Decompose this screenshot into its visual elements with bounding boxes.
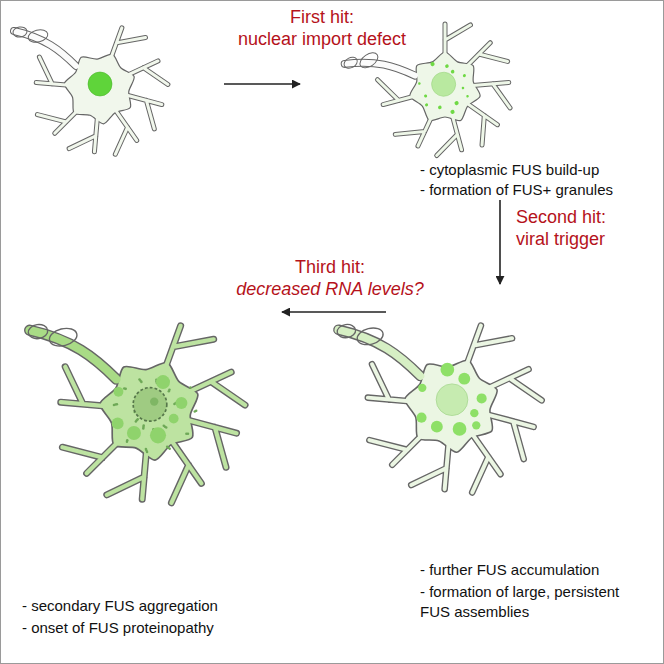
step-arrow [499, 200, 501, 284]
neurons [12, 7, 541, 503]
step-arrow [282, 311, 386, 313]
neuron-drawing [27, 323, 245, 502]
effect-note: - formation of FUS+ granules [420, 180, 613, 200]
hit-label: Third hit: [295, 256, 365, 278]
effect-note: - formation of large, persistent FUS ass… [420, 582, 652, 622]
hit-label: Second hit: [516, 206, 606, 228]
neuron-drawing [336, 323, 541, 492]
step-arrow [224, 83, 300, 85]
hit-label: First hit: [290, 6, 354, 28]
hit-label: decreased RNA levels? [236, 278, 423, 300]
hit-label: nuclear import defect [238, 28, 406, 50]
hit-label: viral trigger [516, 228, 605, 250]
effect-note: - onset of FUS proteinopathy [22, 618, 214, 638]
effect-note: - secondary FUS aggregation [22, 596, 218, 616]
effect-note: - cytoplasmic FUS build-up [420, 160, 599, 180]
neuron-drawing [12, 26, 168, 154]
effect-note: - further FUS accumulation [420, 560, 599, 580]
